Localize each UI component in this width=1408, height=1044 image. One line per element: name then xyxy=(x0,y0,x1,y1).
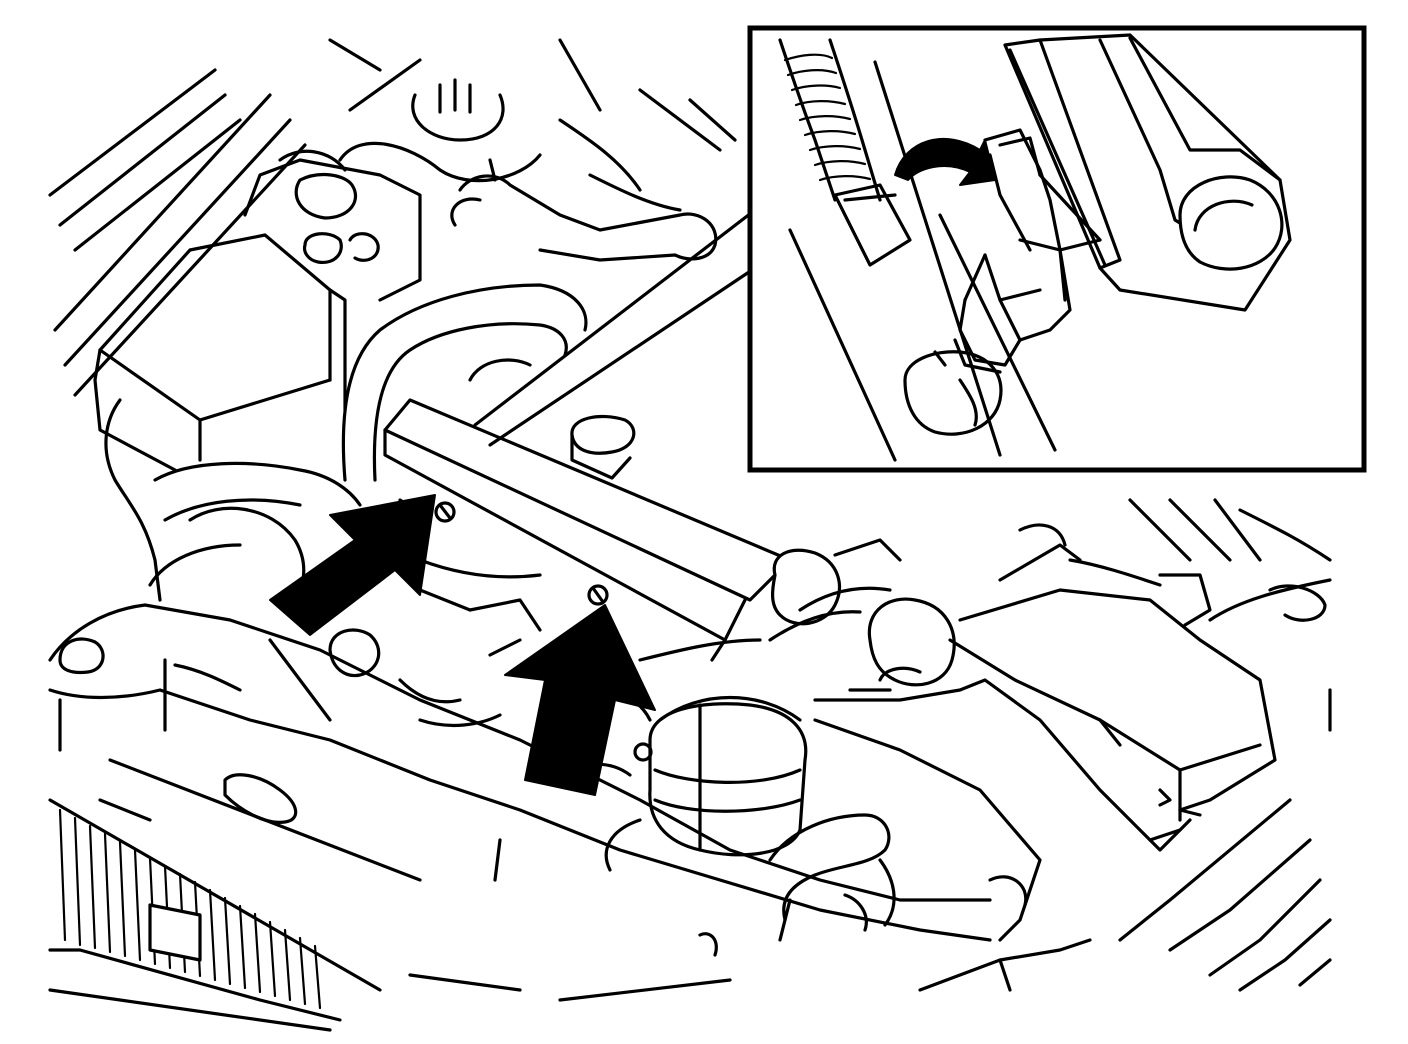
intake-hose xyxy=(104,283,588,612)
air-filter-housing xyxy=(768,498,1277,942)
lower-hose xyxy=(698,813,896,957)
upper-components xyxy=(93,78,718,472)
front-cross-member xyxy=(48,603,992,942)
thick-arrow-up-icon xyxy=(504,604,656,796)
thick-arrow-up-right-icon xyxy=(269,494,436,636)
fender-details xyxy=(918,508,1332,992)
inset-detail xyxy=(747,25,1367,473)
inset-leader-line xyxy=(473,208,757,447)
background-hatching xyxy=(48,38,737,397)
radiator-grille xyxy=(48,798,732,1032)
coolant-reservoir xyxy=(604,696,808,872)
callout-arrows xyxy=(269,494,656,796)
